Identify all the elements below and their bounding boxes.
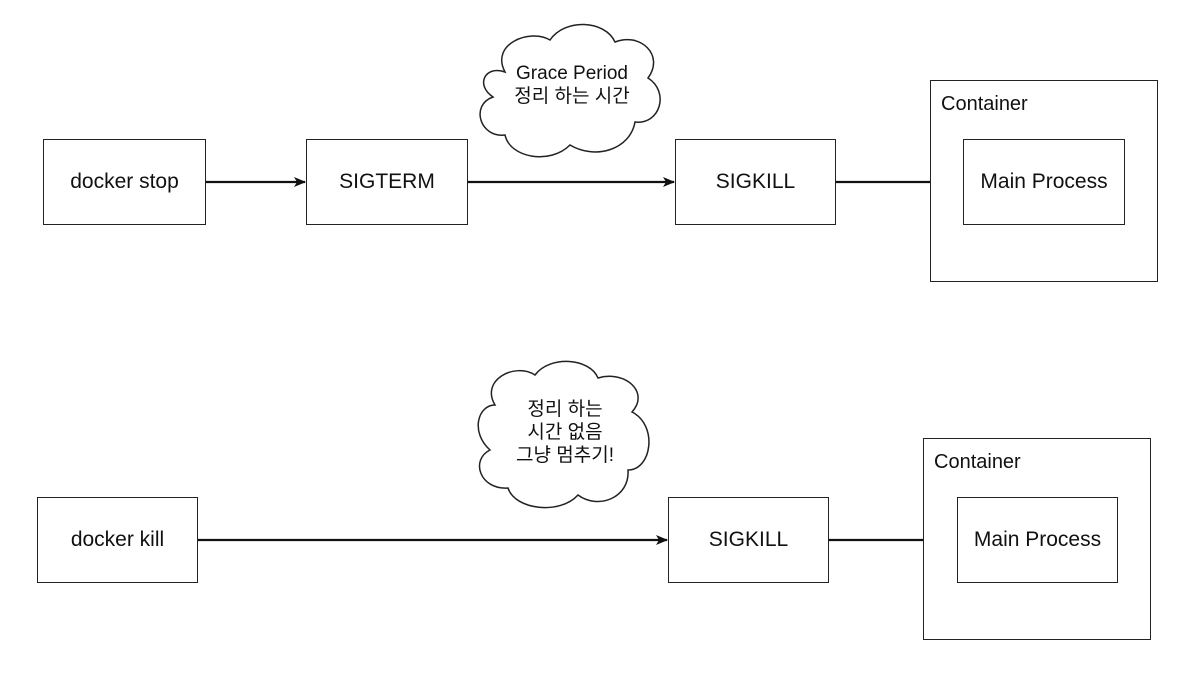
cloud-no-cleanup-text: 정리 하는 시간 없음 그냥 멈추기!: [485, 398, 645, 467]
cloud-grace-period-line-2: 정리 하는 시간: [514, 86, 630, 107]
main-process-box-kill: Main Process: [957, 497, 1118, 583]
main-process-label: Main Process: [980, 170, 1108, 193]
docker-kill-label: docker kill: [70, 528, 165, 551]
cloud-no-cleanup-line-3: 그냥 멈추기!: [516, 445, 614, 466]
docker-kill-box: docker kill: [37, 497, 198, 583]
main-process-label-kill: Main Process: [973, 528, 1102, 551]
docker-stop-label: docker stop: [70, 170, 179, 193]
container-label: Container: [941, 93, 1028, 115]
cloud-grace-period-line-1: Grace Period: [516, 63, 628, 84]
cloud-no-cleanup-line-1: 정리 하는: [527, 399, 603, 420]
sigkill-box-kill: SIGKILL: [668, 497, 829, 583]
cloud-no-cleanup-shape: [477, 360, 650, 509]
main-process-box: Main Process: [963, 139, 1125, 225]
sigkill-label: SIGKILL: [715, 170, 796, 193]
cloud-grace-period-shape: [479, 23, 661, 158]
sigkill-label-kill: SIGKILL: [708, 528, 789, 551]
sigterm-label: SIGTERM: [339, 170, 435, 193]
container-label-kill: Container: [934, 451, 1021, 473]
docker-stop-box: docker stop: [43, 139, 206, 225]
cloud-grace-period-text: Grace Period 정리 하는 시간: [488, 62, 656, 108]
cloud-no-cleanup-line-2: 시간 없음: [527, 422, 603, 443]
sigterm-box: SIGTERM: [306, 139, 468, 225]
sigkill-box: SIGKILL: [675, 139, 836, 225]
